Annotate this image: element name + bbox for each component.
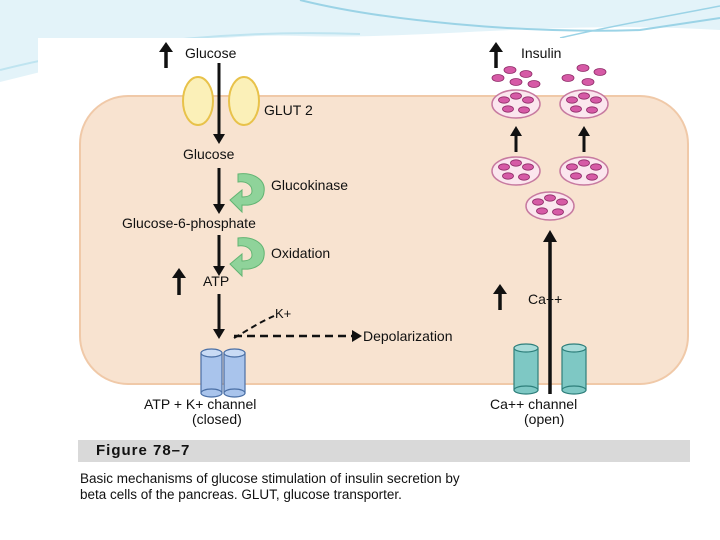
atp-k-channel-icon: [200, 348, 246, 398]
glucokinase-label: Glucokinase: [271, 177, 348, 193]
depolarization-label: Depolarization: [363, 328, 453, 344]
glucose-label-top: Glucose: [185, 45, 237, 61]
glut2-transporter-right: [228, 76, 260, 126]
top-swoosh: [0, 0, 720, 82]
insulin-increase-arrow: [489, 42, 503, 68]
g6p-to-atp-arrow: [213, 235, 225, 276]
glut2-transporter-left: [182, 76, 214, 126]
glut2-label: GLUT 2: [264, 102, 313, 118]
insulin-vesicle: [559, 156, 609, 186]
glucokinase-arrow-icon: [229, 173, 265, 214]
ca-channel-icon: [513, 343, 587, 395]
insulin-vesicle: [525, 191, 575, 221]
figure-panel: Glucose GLUT 2 Glucose Glucokinase Gluco…: [38, 38, 698, 506]
insulin-vesicle: [491, 156, 541, 186]
top-swoosh-line-2: [299, 0, 720, 32]
insulin-secretion-diagram: Glucose GLUT 2 Glucose Glucokinase Gluco…: [79, 42, 689, 427]
ca-channel-label-1: Ca++ channel: [490, 396, 577, 412]
insulin-vesicle: [491, 89, 541, 119]
atp-label: ATP: [203, 273, 229, 289]
released-insulin-granules: [491, 64, 607, 88]
vesicle-exocytosis-arrow: [510, 126, 522, 152]
glucose-increase-arrow: [159, 42, 173, 68]
atp-increase-arrow: [172, 268, 186, 295]
ca-channel-label-2: (open): [524, 411, 564, 427]
figure-label-bar: Figure 78–7: [78, 440, 690, 462]
atp-to-channel-arrow: [213, 294, 225, 339]
depolarization-dashed-arrow: [234, 330, 362, 342]
oxidation-label: Oxidation: [271, 245, 330, 261]
k-plus-label: K+: [275, 306, 291, 321]
figure-caption-line-1: Basic mechanisms of glucose stimulation …: [80, 471, 460, 486]
vesicle-exocytosis-arrow: [578, 126, 590, 152]
ca-increase-arrow: [493, 284, 507, 310]
glucose-label-inner: Glucose: [183, 146, 235, 162]
g6p-label: Glucose-6-phosphate: [122, 215, 256, 231]
figure-label: Figure 78–7: [96, 442, 191, 459]
ca-influx-arrow: [543, 230, 557, 394]
top-swoosh-line-3: [559, 5, 720, 39]
insulin-vesicle: [559, 89, 609, 119]
figure-caption: Basic mechanisms of glucose stimulation …: [80, 471, 700, 503]
insulin-label: Insulin: [521, 45, 561, 61]
atp-channel-label-1: ATP + K+ channel: [144, 396, 256, 412]
atp-channel-label-2: (closed): [192, 411, 242, 427]
oxidation-arrow-icon: [229, 237, 265, 278]
figure-caption-line-2: beta cells of the pancreas. GLUT, glucos…: [80, 487, 402, 502]
glucose-uptake-arrow: [213, 63, 225, 144]
ca-label-inner: Ca++: [528, 291, 562, 307]
glucose-to-g6p-arrow: [213, 168, 225, 214]
